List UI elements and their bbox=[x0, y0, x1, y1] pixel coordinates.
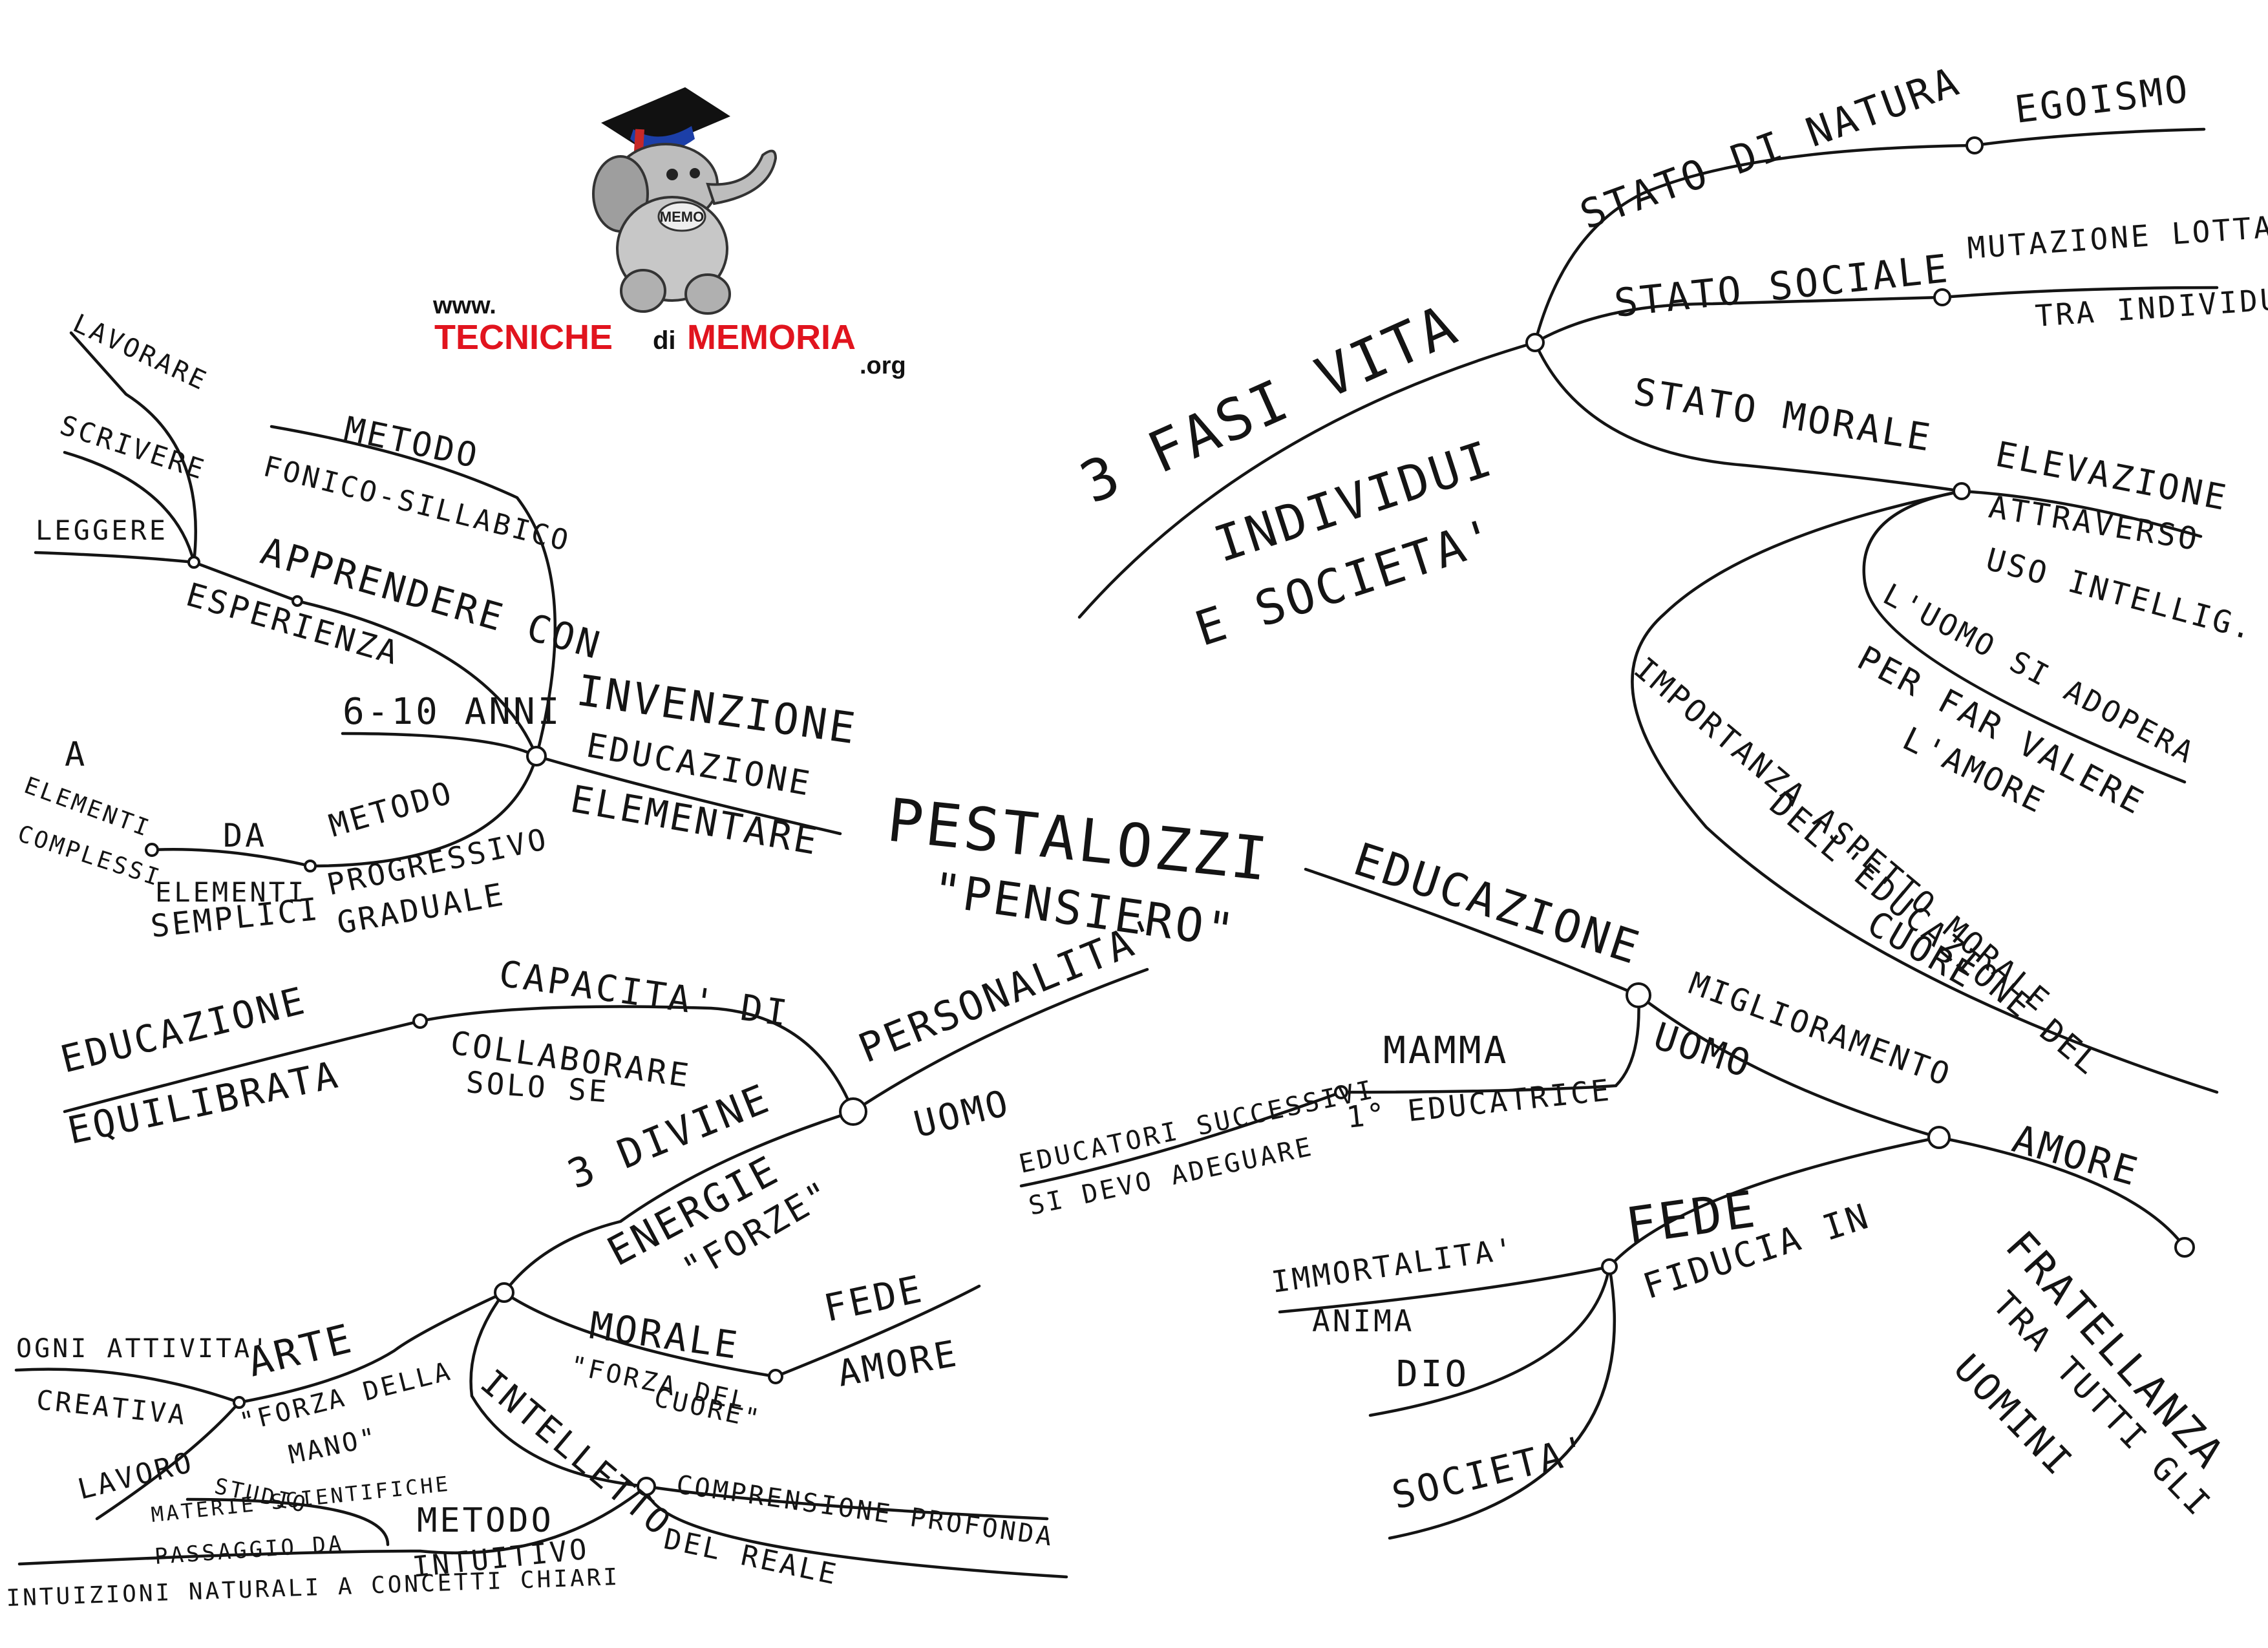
logo-brand-right: MEMORIA bbox=[687, 318, 856, 357]
memo-badge: MEMO bbox=[660, 209, 704, 225]
logo-www: www. bbox=[432, 292, 496, 319]
personalita-lavoro: LAVORO bbox=[74, 1446, 197, 1506]
educazione-uomo: UOMO bbox=[1649, 1014, 1758, 1087]
personalita-passaggio: PASSAGGIO DA bbox=[154, 1531, 345, 1570]
educazione-societa: SOCIETA' bbox=[1388, 1426, 1594, 1517]
fasi-sociale: STATO SOCIALE bbox=[1612, 246, 1952, 326]
personalita-creativa: CREATIVA bbox=[35, 1384, 189, 1431]
educazione-main: EDUCAZIONE bbox=[1348, 832, 1648, 975]
personalita-materie: MATERIE SCIENTIFICHE bbox=[150, 1472, 452, 1527]
educazione-anima: ANIMA bbox=[1312, 1304, 1414, 1338]
personalita-capacita: CAPACITA' DI bbox=[496, 953, 792, 1035]
elephant-mascot-logo: MEMO bbox=[592, 87, 778, 315]
invenzione-metodo: METODO bbox=[341, 410, 483, 476]
personalita-uomo: UOMO bbox=[910, 1082, 1015, 1146]
branch-invenzione bbox=[34, 331, 842, 872]
invenzione-metodo2: METODO bbox=[325, 774, 458, 844]
personalita-amore: AMORE bbox=[834, 1333, 962, 1395]
personalita-main: PERSONALITA' bbox=[852, 908, 1167, 1072]
invenzione-elementi: ELEMENTI bbox=[155, 876, 306, 908]
invenzione-eta: 6-10 ANNI bbox=[343, 691, 562, 733]
personalita-ogni: OGNI ATTIVITA' bbox=[16, 1334, 270, 1364]
invenzione-leggere: LEGGERE bbox=[36, 514, 168, 546]
personalita-reale: DEL REALE bbox=[661, 1523, 842, 1592]
invenzione-a: A bbox=[65, 735, 87, 774]
branch-fasi-vita bbox=[1077, 127, 2219, 1094]
branch-personalita bbox=[14, 967, 1149, 1579]
fasi-egoismo: EGOISMO bbox=[2012, 67, 2192, 132]
logo-tld: .org bbox=[860, 352, 906, 379]
educazione-mamma: MAMMA bbox=[1383, 1028, 1509, 1072]
educazione-educatrice: 1° EDUCATRICE bbox=[1345, 1072, 1613, 1135]
educazione-amore: AMORE bbox=[2008, 1116, 2145, 1196]
logo-brand-mid: di bbox=[653, 326, 676, 355]
personalita-forza-mano2: MANO" bbox=[286, 1422, 381, 1470]
branch-educazione bbox=[1019, 867, 2195, 1540]
personalita-intuizioni: INTUIZIONI NATURALI A CONCETTI CHIARI bbox=[6, 1564, 620, 1612]
personalita-metodo: METODO bbox=[417, 1501, 554, 1540]
personalita-fede: FEDE bbox=[820, 1267, 927, 1331]
invenzione-da: DA bbox=[223, 817, 267, 854]
fasi-lotta1: MUTAZIONE LOTTA bbox=[1966, 209, 2268, 266]
fasi-uso: USO INTELLIG. bbox=[1982, 541, 2259, 648]
fasi-morale: STATO MORALE bbox=[1631, 370, 1936, 460]
invenzione-scrivere: SCRIVERE bbox=[56, 409, 210, 486]
logo-brand-left: TECNICHE bbox=[434, 318, 613, 357]
educazione-dio: DIO bbox=[1396, 1353, 1469, 1395]
